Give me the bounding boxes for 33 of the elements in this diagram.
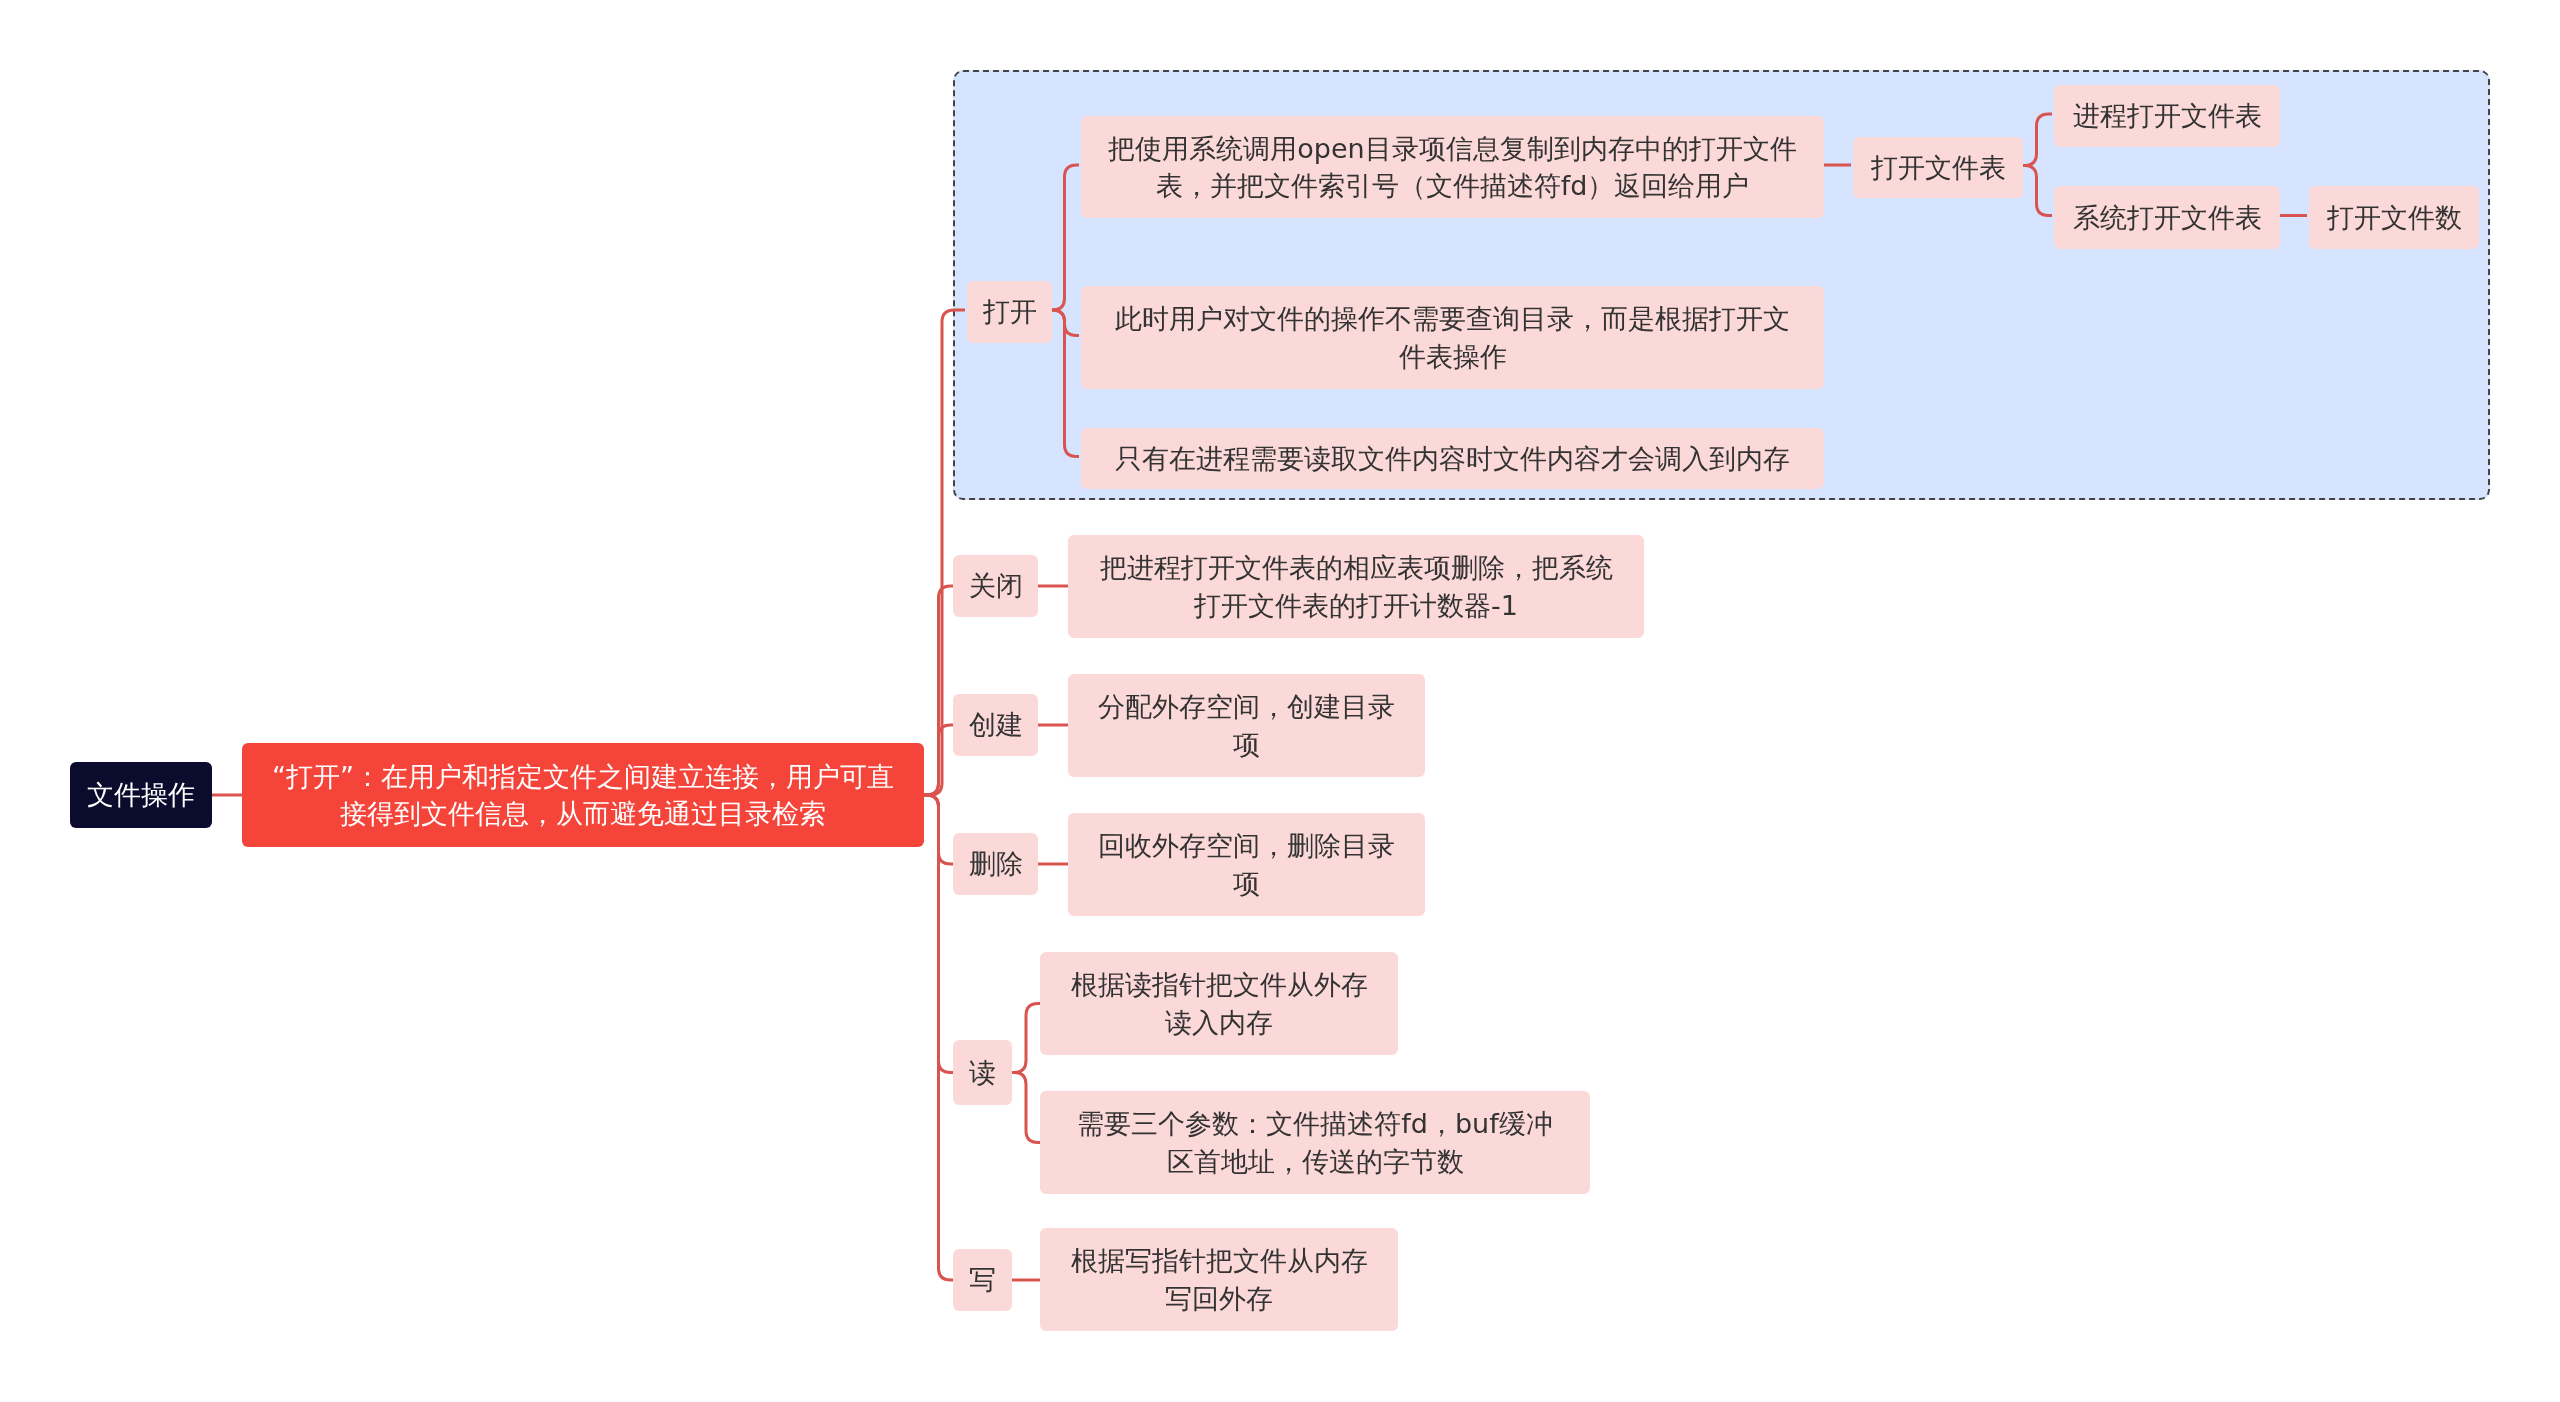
topic-box: 分配外存空间，创建目录项 (1068, 674, 1425, 777)
topic-box: 根据写指针把文件从内存写回外存 (1040, 1228, 1398, 1331)
topic-box: 回收外存空间，删除目录项 (1068, 813, 1425, 916)
topic-box: 创建 (953, 694, 1038, 756)
topic-box: 打开 (967, 281, 1052, 343)
root-topic-box: 文件操作 (70, 762, 212, 828)
main-topic-box: “打开”：在用户和指定文件之间建立连接，用户可直接得到文件信息，从而避免通过目录检索 (242, 743, 924, 847)
connector-line (1038, 862, 1068, 866)
topic-box: 写 (953, 1249, 1012, 1311)
topic-box: 此时用户对文件的操作不需要查询目录，而是根据打开文件表操作 (1081, 286, 1824, 389)
connector-line (2278, 214, 2307, 217)
topic-box: 把进程打开文件表的相应表项删除，把系统打开文件表的打开计数器-1 (1068, 535, 1644, 638)
topic-box: 打开文件表 (1853, 137, 2023, 198)
connector-line (1011, 1071, 1041, 1144)
group-frame (953, 70, 2490, 500)
connector-line (212, 793, 242, 797)
topic-box: 把使用系统调用open目录项信息复制到内存中的打开文件表，并把文件索引号（文件描述符fd）返回给用户 (1081, 116, 1824, 218)
topic-box: 进程打开文件表 (2054, 85, 2280, 147)
topic-box: 只有在进程需要读取文件内容时文件内容才会调入到内存 (1081, 428, 1824, 489)
connector-line (924, 723, 953, 797)
connector-line (1038, 584, 1068, 588)
connector-line (1012, 1278, 1040, 1282)
connector-line (1050, 163, 1079, 312)
topic-box: 系统打开文件表 (2054, 186, 2280, 249)
connector-line (1050, 308, 1079, 458)
topic-box: 关闭 (953, 555, 1038, 617)
topic-box: 根据读指针把文件从外存读入内存 (1040, 952, 1398, 1055)
connector-line (1038, 723, 1068, 727)
topic-box: 需要三个参数：文件描述符fd，buf缓冲区首地址，传送的字节数 (1040, 1091, 1590, 1194)
topic-box: 删除 (953, 833, 1038, 895)
topic-box: 打开文件数 (2309, 186, 2479, 249)
topic-box: 读 (953, 1040, 1012, 1105)
connector-line (1822, 163, 1851, 167)
